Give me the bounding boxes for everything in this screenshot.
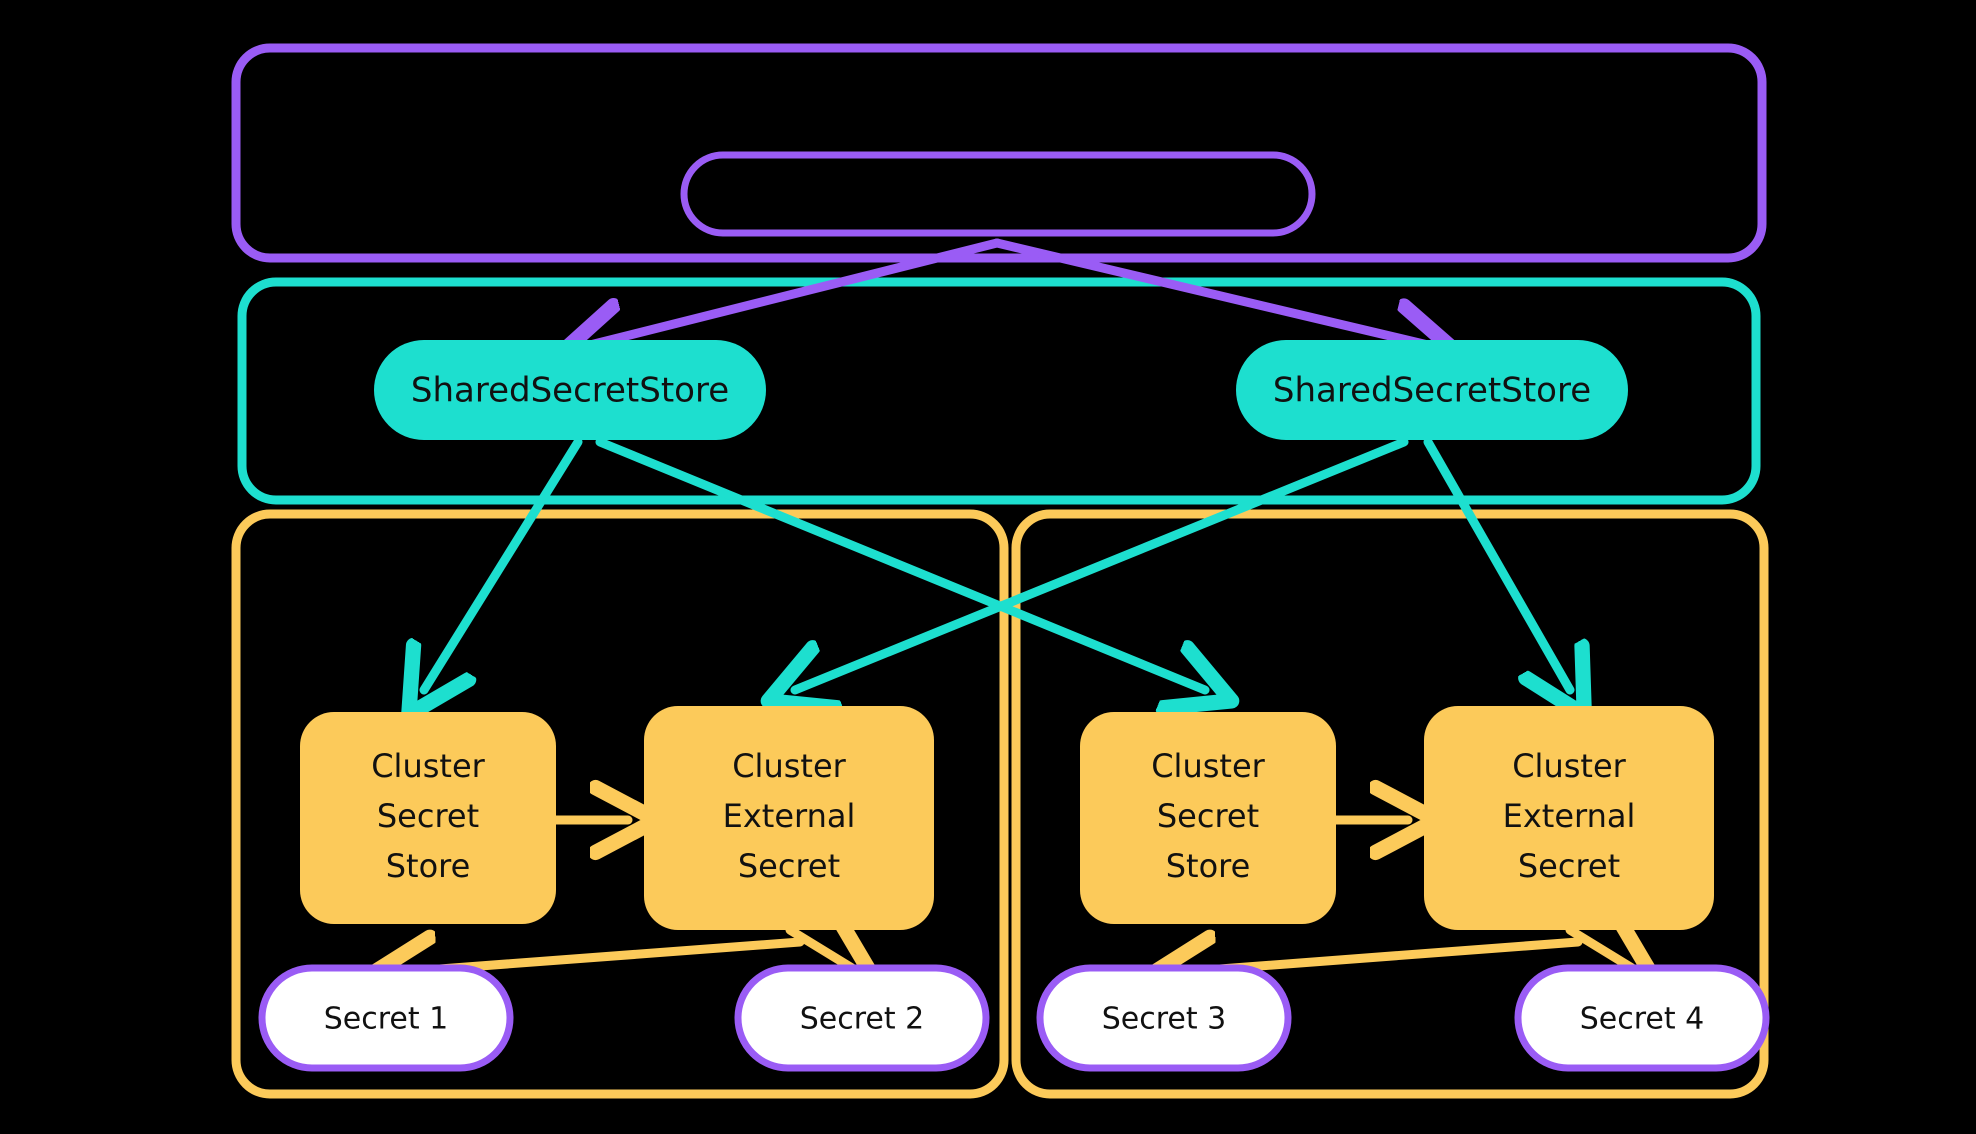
shared-secret-store-left-label: SharedSecretStore xyxy=(411,371,729,411)
teal-shared-store-container xyxy=(237,277,1761,505)
shared-secret-store-right-label: SharedSecretStore xyxy=(1273,371,1591,411)
secret-3-shape xyxy=(1036,964,1292,1072)
cluster-external-secret-left-line-3: Secret xyxy=(738,847,840,885)
edge-shared-right-to-ces-left xyxy=(795,437,1409,690)
cluster-secret-store-left-node[interactable]: Cluster Secret Store xyxy=(300,712,556,924)
cluster-secret-store-left-line-3: Store xyxy=(386,847,471,885)
cluster-external-secret-left-shape xyxy=(644,706,934,930)
cluster-secret-store-right-line-3: Store xyxy=(1166,847,1251,885)
controller-pill-shape xyxy=(680,151,1316,237)
secret-1-shape xyxy=(258,964,514,1072)
shared-secret-store-right-node[interactable]: SharedSecretStore xyxy=(1236,340,1628,440)
shared-secret-store-left-node[interactable]: SharedSecretStore xyxy=(374,340,766,440)
secret-3-label: Secret 3 xyxy=(1102,1002,1227,1037)
secret-3-node[interactable]: Secret 3 xyxy=(1036,964,1292,1072)
outer-purple-container xyxy=(231,43,1767,263)
cluster-secret-store-left-line-2: Secret xyxy=(377,797,479,835)
secret-4-label: Secret 4 xyxy=(1580,1002,1705,1037)
secret-4-node[interactable]: Secret 4 xyxy=(1514,964,1770,1072)
cluster-secret-store-right-node[interactable]: Cluster Secret Store xyxy=(1080,712,1336,924)
orange-cluster-container-right xyxy=(1011,509,1769,1099)
secret-2-label: Secret 2 xyxy=(800,1002,925,1037)
shared-secret-store-left-shape xyxy=(374,340,766,440)
secret-4-shape xyxy=(1514,964,1770,1072)
secret-2-node[interactable]: Secret 2 xyxy=(734,964,990,1072)
shared-secret-store-right-shape xyxy=(1236,340,1628,440)
cluster-secret-store-right-line-2: Secret xyxy=(1157,797,1259,835)
cluster-external-secret-left-line-2: External xyxy=(723,797,856,835)
edge-shared-left-to-css-right xyxy=(595,437,1205,690)
edge-controller-to-shared-right xyxy=(992,238,1428,345)
secret-1-node[interactable]: Secret 1 xyxy=(258,964,514,1072)
edge-ces-left-to-secret-2 xyxy=(785,930,852,968)
orange-cluster-container-left xyxy=(231,509,1009,1099)
cluster-external-secret-right-line-3: Secret xyxy=(1518,847,1620,885)
cluster-secret-store-left-shape xyxy=(300,712,556,924)
cluster-external-secret-left-line-1: Cluster xyxy=(732,747,846,785)
cluster-external-secret-right-node[interactable]: Cluster External Secret xyxy=(1424,706,1714,930)
cluster-secret-store-right-line-1: Cluster xyxy=(1151,747,1265,785)
cluster-external-secret-right-line-1: Cluster xyxy=(1512,747,1626,785)
secret-1-label: Secret 1 xyxy=(324,1002,449,1037)
edge-controller-to-shared-left xyxy=(590,238,1002,345)
cluster-secret-store-right-shape xyxy=(1080,712,1336,924)
cluster-external-secret-left-node[interactable]: Cluster External Secret xyxy=(644,706,934,930)
cluster-secret-store-left-line-1: Cluster xyxy=(371,747,485,785)
edge-ces-right-to-secret-4 xyxy=(1565,930,1632,968)
cluster-external-secret-right-line-2: External xyxy=(1503,797,1636,835)
edge-shared-right-to-ces-right xyxy=(1423,437,1570,690)
secret-2-shape xyxy=(734,964,990,1072)
cluster-external-secret-right-shape xyxy=(1424,706,1714,930)
edge-shared-left-to-css-left xyxy=(424,437,583,690)
controller-pill-node[interactable] xyxy=(680,151,1316,237)
